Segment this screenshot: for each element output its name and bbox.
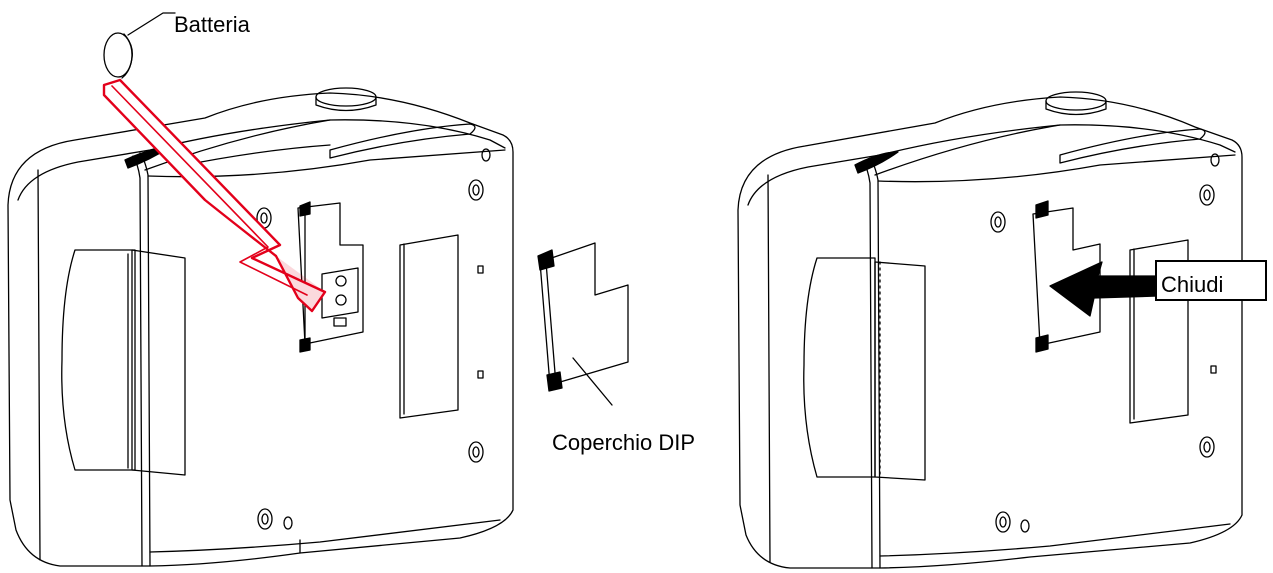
zigzag-arrow-icon bbox=[102, 78, 327, 313]
dip-cover-piece bbox=[537, 242, 629, 406]
battery-label: Batteria bbox=[174, 12, 250, 37]
battery-coin bbox=[103, 12, 176, 79]
printer-left bbox=[7, 87, 514, 567]
printer-right bbox=[737, 91, 1243, 569]
close-label: Chiudi bbox=[1155, 260, 1267, 301]
arrow-left-icon bbox=[1049, 261, 1159, 317]
dip-cover-label: Coperchio DIP bbox=[552, 430, 696, 455]
